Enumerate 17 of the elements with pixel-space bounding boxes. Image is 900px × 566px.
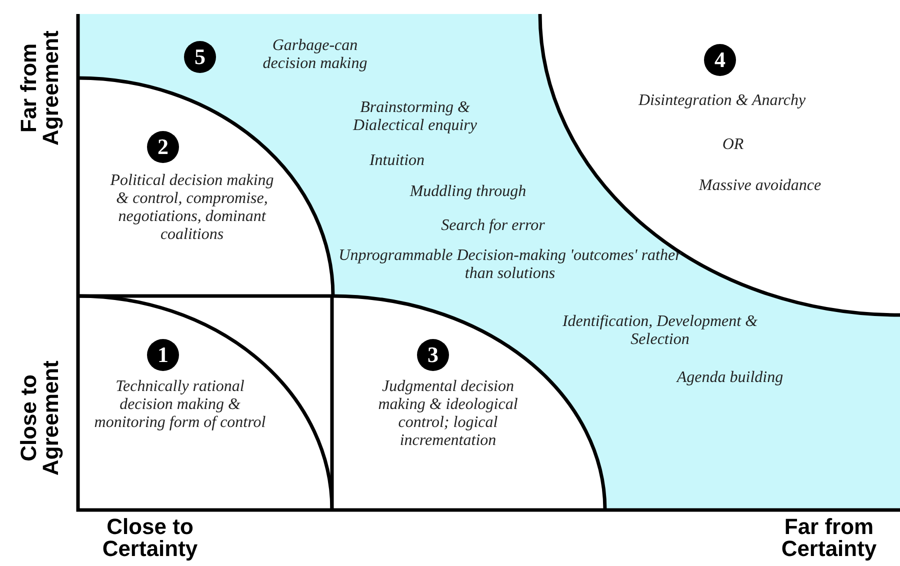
axis-label: Close to Certainty <box>101 516 199 560</box>
axis-label: Far from Agreement <box>18 30 62 148</box>
zone-description: Brainstorming & Dialectical enquiry <box>352 99 478 135</box>
zone-description: Massive avoidance <box>698 177 822 195</box>
zone-description: Muddling through <box>410 183 526 201</box>
axis-label: Close to Agreement <box>18 360 62 478</box>
zone-description: Garbage-can decision making <box>262 37 368 73</box>
zone-description: Agenda building <box>676 369 784 387</box>
zone-description: Technically rational decision making & monitoring form of control <box>93 378 267 432</box>
zone-description: Political decision making & control, compromise, negotiations, dominant coalitions <box>110 172 274 244</box>
zone-description: Judgmental decision making & ideological control; logical incrementation <box>377 378 519 450</box>
zone-description: Identification, Development & Selection <box>561 313 759 349</box>
axis-label: Far from Certainty <box>780 516 878 560</box>
zone-description: Intuition <box>369 152 425 170</box>
zone-description: OR <box>722 136 744 154</box>
zone-description: Disintegration & Anarchy <box>638 92 806 110</box>
zone-description: Search for error <box>441 217 545 235</box>
